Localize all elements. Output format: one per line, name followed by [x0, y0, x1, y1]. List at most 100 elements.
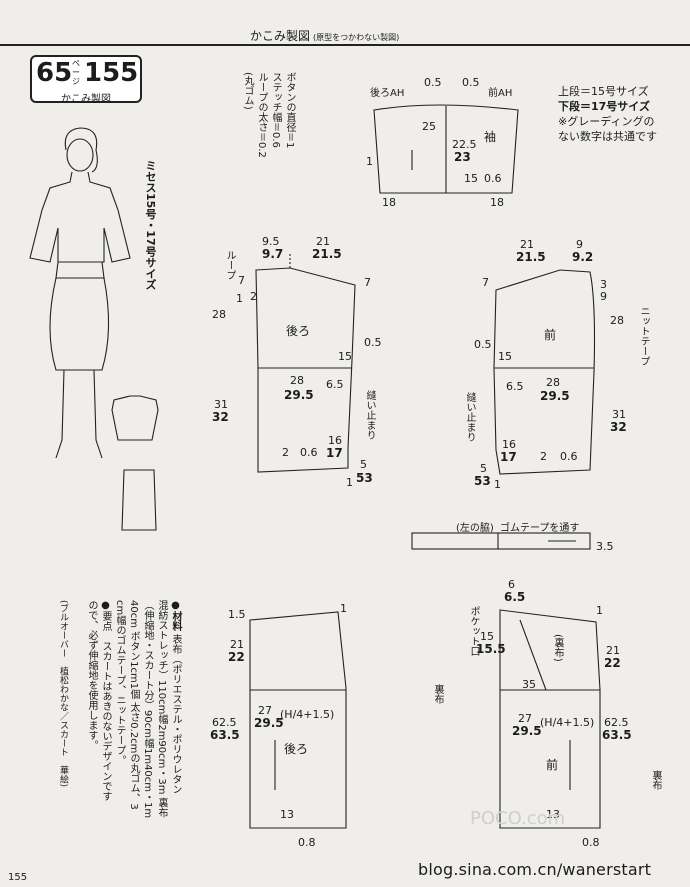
- sleeve-side: 1: [366, 155, 373, 168]
- sleeve-label: 袖: [484, 130, 497, 144]
- skirt-front-w-15: 27: [518, 712, 532, 725]
- size-note: 上段＝15号サイズ 下段＝17号サイズ ※グレーディングの ない数字は共通です: [558, 84, 657, 144]
- back-hem-5: 5: [360, 458, 367, 471]
- size-note-upper: 上段＝15号サイズ: [558, 85, 649, 98]
- materials-credit: (ブルオーバー 植松わかな／スカート 華絵): [58, 600, 68, 788]
- back-hem-1: 1: [346, 476, 353, 489]
- back-len-31: 31: [214, 398, 228, 411]
- sleeve-hem-l: 18: [382, 196, 396, 209]
- back-slit-label: 縫い止まり: [364, 390, 375, 440]
- button-note-line1: ボタンの直径＝1: [284, 72, 295, 149]
- sleeve-back-ah: 後ろAH: [370, 88, 405, 99]
- skirt-front-hem-13: 13: [546, 808, 560, 821]
- front-len-32: 32: [610, 420, 627, 434]
- sleeve-cap-15: 22.5: [452, 138, 477, 151]
- badge-number-1: 65: [36, 58, 73, 88]
- button-note-line3: ループの太さ＝0.2: [256, 72, 267, 158]
- front-hem-06: 0.6: [560, 450, 578, 463]
- back-bust-17: 29.5: [284, 388, 314, 402]
- back-bodice-outline: [255, 267, 356, 473]
- back-shoulder-17: 21.5: [312, 247, 342, 261]
- front-len-28: 28: [610, 314, 624, 327]
- back-hem-2: 2: [282, 446, 289, 459]
- back-n65: 6.5: [326, 378, 344, 391]
- front-shoulder-15: 21: [520, 238, 534, 251]
- back-hem-53: 53: [356, 471, 373, 485]
- skirt-back-w-17: 29.5: [254, 716, 284, 730]
- back-n2: 2: [250, 290, 257, 303]
- materials-line: 表布（ポリエステル・ポリウレタン: [170, 634, 181, 795]
- back-n1: 1: [236, 292, 243, 305]
- front-hem-1: 1: [494, 478, 501, 491]
- skirt-front-hem-08: 0.8: [582, 836, 600, 849]
- skirt-back-n1: 1: [340, 602, 347, 615]
- skirt-front-w-17: 29.5: [512, 724, 542, 738]
- skirt-back-len-15: 62.5: [212, 716, 237, 729]
- back-n05: 0.5: [364, 336, 382, 349]
- skirt-back-label: 後ろ: [284, 742, 309, 756]
- front-bust-15: 28: [546, 376, 560, 389]
- skirt-back-hem-13: 13: [280, 808, 294, 821]
- front-neck-17: 9.2: [572, 250, 594, 264]
- materials-line: cm幅のゴムテープ、ニットテープ。: [114, 600, 125, 766]
- size-note-line3: ※グレーディングの: [558, 115, 655, 128]
- front-slit-label: 縫い止まり: [464, 392, 475, 442]
- materials-line: 40cm ボタン1cm1個 太さ0.2cmの丸ゴム、3: [128, 600, 139, 810]
- header-subtitle: (原型をつかわない製図): [313, 33, 400, 42]
- sleeve-top-left: 0.5: [424, 76, 442, 89]
- waistband-tape-label: ゴムテープを通す: [500, 523, 580, 534]
- sleeve-cuff-r: 0.6: [484, 172, 502, 185]
- footer-page-number: 155: [8, 872, 28, 883]
- front-shoulder-17: 21.5: [516, 250, 546, 264]
- back-bust-15: 28: [290, 374, 304, 387]
- materials-text: ●材料 表布（ポリエステル・ポリウレタン 混紡ストレッチ）110cm幅2m90c…: [56, 600, 182, 840]
- front-hem-5: 5: [480, 462, 487, 475]
- model-size-caption: ミセス15号・17号サイズ: [144, 160, 157, 290]
- front-n7: 7: [482, 276, 489, 289]
- sleeve-cap-left: 25: [422, 120, 436, 133]
- skirt-front-formula: (H/4+1.5): [540, 716, 595, 729]
- sleeve-top-right: 0.5: [462, 76, 480, 89]
- skirt-front-n155: 15.5: [476, 642, 506, 656]
- skirt-back-outline: [249, 611, 347, 829]
- back-slit-17: 17: [326, 446, 343, 460]
- sleeve-cap-17: 23: [454, 150, 471, 164]
- badge-caption: かこみ製図: [61, 94, 111, 105]
- front-hem-53: 53: [474, 474, 491, 488]
- badge-page-label: ページ: [72, 59, 80, 86]
- front-neck-15: 9: [576, 238, 583, 251]
- button-note: ボタンの直径＝1 ステッチ幅＝0.6 ループの太さ＝0.2 (丸ゴム): [240, 72, 296, 202]
- materials-heading: ●材料: [170, 600, 181, 631]
- skirt-back-n15: 1.5: [228, 608, 246, 621]
- skirt-front-label: 前: [546, 758, 559, 772]
- back-len-28: 28: [212, 308, 226, 321]
- skirt-front-lining: (裏布): [552, 634, 563, 662]
- front-n65: 6.5: [506, 380, 524, 393]
- button-note-line2: ステッチ幅＝0.6: [270, 72, 281, 148]
- skirt-front-n65: 6.5: [504, 590, 526, 604]
- back-hem-06: 0.6: [300, 446, 318, 459]
- front-bodice-label: 前: [544, 328, 557, 342]
- front-slit-16: 16: [502, 438, 516, 451]
- skirt-front-hip-17: 22: [604, 656, 621, 670]
- skirt-front-len-15: 62.5: [604, 716, 629, 729]
- skirt-front-pocket: ポケット口: [468, 606, 479, 656]
- skirt-front-hip-15: 21: [606, 644, 620, 657]
- skirt-front-outline: [499, 609, 601, 829]
- materials-line: ので、必ず伸縮地を使用します。: [86, 600, 97, 750]
- skirt-back-hip-15: 21: [230, 638, 244, 651]
- materials-line: 混紡ストレッチ）110cm幅2m90cm・3m 裏布: [156, 600, 167, 818]
- back-n7a: 7: [238, 274, 245, 287]
- materials-line: （伸縮地・スカート分）90cm幅1m40cm・1m: [142, 600, 153, 819]
- sleeve-front-ah: 前AH: [488, 88, 513, 99]
- skirt-back-w-15: 27: [258, 704, 272, 717]
- skirt-back-hem-08: 0.8: [298, 836, 316, 849]
- back-neck-17: 9.7: [262, 247, 284, 261]
- materials-line: ●要点 スカートはあきのないデザインです: [100, 600, 111, 801]
- back-bodice-label: 後ろ: [286, 324, 311, 338]
- front-knit-tape: ニットテープ: [638, 306, 649, 366]
- skirt-front-n15: 15: [480, 630, 494, 643]
- front-len-31: 31: [612, 408, 626, 421]
- sleeve-cuff-l: 15: [464, 172, 478, 185]
- waistband-left-label: (左の脇): [456, 523, 494, 534]
